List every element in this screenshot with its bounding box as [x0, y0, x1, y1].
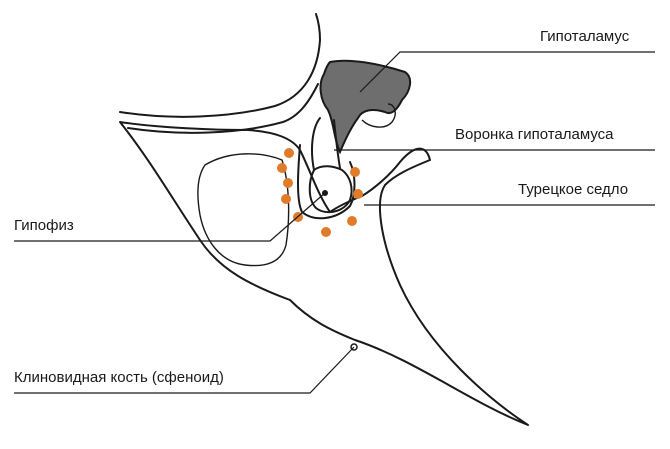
brain-outline-outer: [119, 13, 321, 118]
pituitary-gland: [308, 165, 353, 214]
leader-hypothalamus: [359, 51, 655, 93]
hypothalamus-recess: [361, 103, 396, 128]
hypothalamus-shape: [319, 59, 412, 155]
sphenoid-sinus-outline: [197, 153, 290, 267]
label-sphenoid: Клиновидная кость (сфеноид): [14, 369, 224, 386]
fossa-dot: [277, 163, 287, 173]
infundibulum-stalk: [311, 117, 341, 171]
label-infundibulum: Воронка гипоталамуса: [455, 126, 614, 143]
sphenoid-bone-outline: [119, 121, 529, 426]
fossa-dot: [353, 189, 363, 199]
fossa-dot: [281, 194, 291, 204]
label-sella-turcica: Турецкое седло: [518, 181, 629, 198]
brain-outline-inner: [127, 83, 319, 134]
sella-turcica-line: [297, 144, 356, 220]
leader-pituitary: [14, 192, 326, 242]
sphenoid-point: [350, 343, 358, 351]
fossa-dot: [284, 148, 294, 158]
fossa-dot: [347, 216, 357, 226]
label-hypothalamus: Гипоталамус: [540, 28, 630, 45]
fossa-dots: [277, 148, 363, 237]
fossa-dot: [350, 167, 360, 177]
label-pituitary: Гипофиз: [14, 217, 74, 234]
leader-sphenoid: [14, 346, 355, 394]
fossa-dot: [283, 178, 293, 188]
fossa-dot: [321, 227, 331, 237]
